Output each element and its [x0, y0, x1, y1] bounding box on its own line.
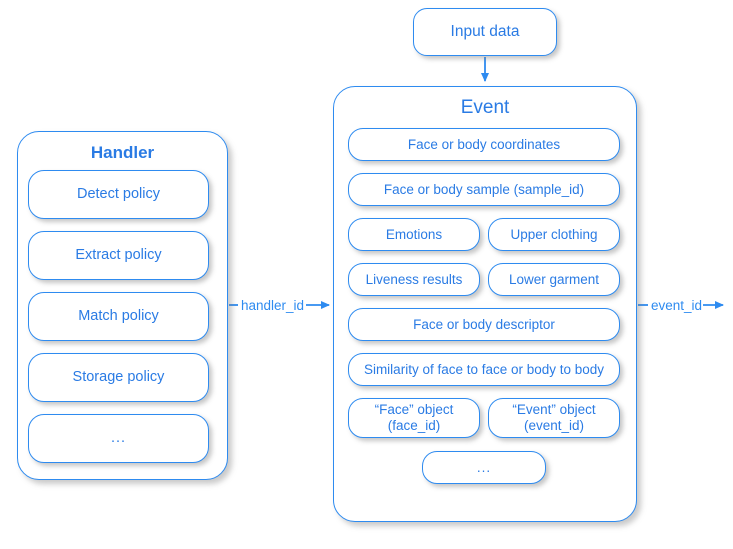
event-item-face-or-body-descriptor[interactable]: Face or body descriptor	[348, 308, 620, 341]
handler-item-label: Extract policy	[75, 246, 162, 263]
event-item-more[interactable]: ...	[422, 451, 546, 484]
handler-item-detect-policy[interactable]: Detect policy	[28, 170, 209, 219]
event-item-event-object[interactable]: “Event” object (event_id)	[488, 398, 620, 438]
event-panel[interactable]: Event Face or body coordinates Face or b…	[333, 86, 637, 522]
handler-item-match-policy[interactable]: Match policy	[28, 292, 209, 341]
handler-item-label: Match policy	[78, 307, 159, 324]
edge-label-event-id: event_id	[650, 298, 704, 313]
event-item-lower-garment[interactable]: Lower garment	[488, 263, 620, 296]
handler-item-label: Detect policy	[76, 185, 160, 202]
event-item-label: Lower garment	[508, 271, 600, 287]
handler-item-label: Storage policy	[72, 368, 165, 385]
event-item-label: Emotions	[385, 226, 443, 242]
event-item-label: Face or body descriptor	[413, 316, 555, 332]
event-item-upper-clothing[interactable]: Upper clothing	[488, 218, 620, 251]
event-item-face-object[interactable]: “Face” object (face_id)	[348, 398, 480, 438]
event-item-face-or-body-sample[interactable]: Face or body sample (sample_id)	[348, 173, 620, 206]
handler-item-storage-policy[interactable]: Storage policy	[28, 353, 209, 402]
input-data-node[interactable]: Input data	[413, 8, 557, 56]
handler-panel-title: Handler	[90, 143, 155, 162]
handler-item-extract-policy[interactable]: Extract policy	[28, 231, 209, 280]
event-item-label: Face or body sample (sample_id)	[383, 181, 585, 197]
event-item-label: “Face” object (face_id)	[374, 402, 454, 433]
event-item-face-or-body-coordinates[interactable]: Face or body coordinates	[348, 128, 620, 161]
event-item-label: Similarity of face to face or body to bo…	[363, 361, 605, 377]
handler-item-more[interactable]: ...	[28, 414, 209, 463]
event-item-label: “Event” object (event_id)	[512, 402, 596, 433]
event-item-liveness-results[interactable]: Liveness results	[348, 263, 480, 296]
event-item-emotions[interactable]: Emotions	[348, 218, 480, 251]
event-panel-title: Event	[460, 97, 510, 118]
event-item-label: Face or body coordinates	[407, 136, 561, 152]
handler-panel[interactable]: Handler Detect policy Extract policy Mat…	[17, 131, 228, 480]
handler-item-label: ...	[110, 429, 127, 446]
event-item-label: ...	[476, 459, 492, 475]
edge-label-handler-id: handler_id	[240, 298, 306, 313]
event-item-similarity[interactable]: Similarity of face to face or body to bo…	[348, 353, 620, 386]
event-item-label: Liveness results	[365, 271, 463, 287]
event-item-label: Upper clothing	[510, 226, 598, 242]
input-data-label: Input data	[450, 22, 520, 40]
